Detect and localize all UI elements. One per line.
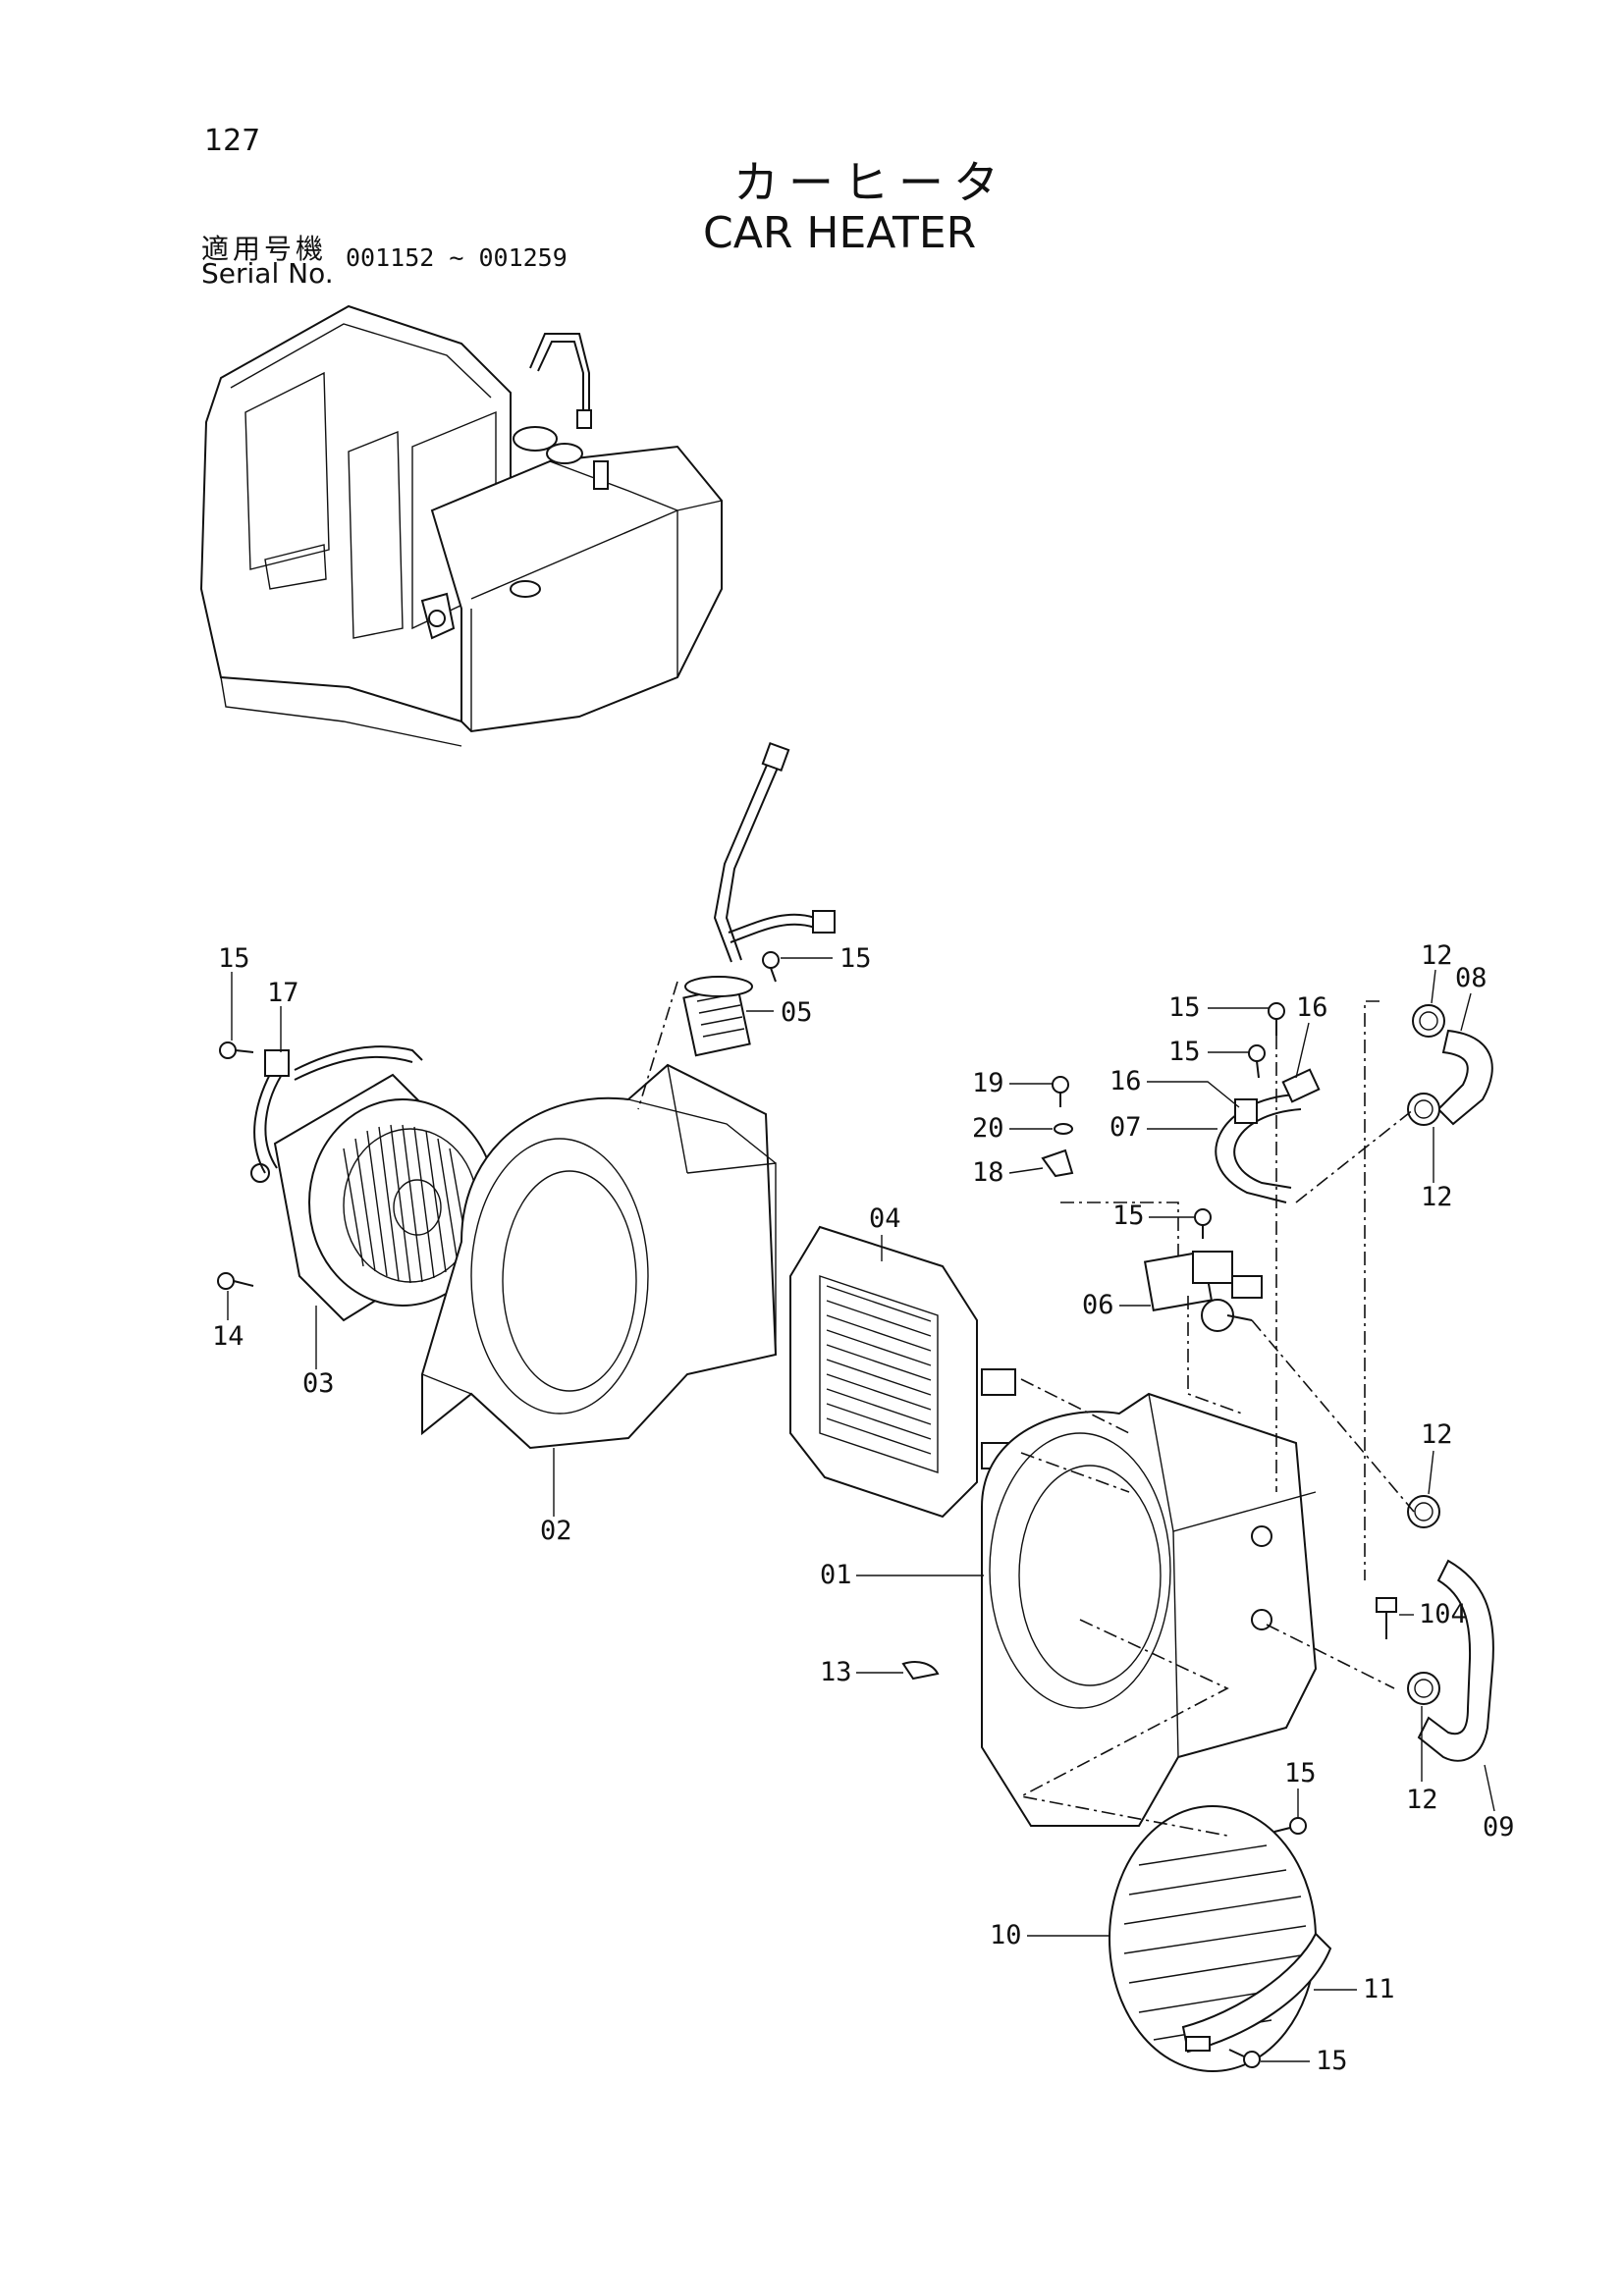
serial-range: 001152 ~ 001259 (346, 243, 568, 272)
callout-15: 15 (1284, 1758, 1317, 1789)
callout-09: 09 (1483, 1812, 1515, 1842)
machine-overview-illustration (199, 304, 723, 747)
callout-19: 19 (972, 1068, 1004, 1098)
callout-04: 04 (869, 1203, 901, 1234)
front-case (421, 1063, 778, 1450)
callout-18: 18 (972, 1157, 1004, 1188)
callout-05: 05 (781, 997, 813, 1028)
heater-core (789, 1225, 1016, 1519)
callout-15: 15 (1168, 1037, 1201, 1067)
callout-08: 08 (1455, 963, 1488, 993)
callout-02: 02 (540, 1516, 572, 1546)
callout-12: 12 (1406, 1785, 1438, 1815)
callout-07: 07 (1109, 1112, 1142, 1143)
callout-15: 15 (1168, 992, 1201, 1023)
serial-label: Serial No. (201, 257, 334, 290)
callout-labels: 15 17 14 03 02 15 05 04 15 16 15 16 (212, 940, 1515, 2076)
callout-03: 03 (302, 1368, 335, 1399)
callout-15: 15 (218, 943, 250, 974)
callout-11: 11 (1363, 1974, 1395, 2004)
serial-label-japanese: 適用号機 (201, 233, 328, 265)
callout-15: 15 (1316, 2046, 1348, 2076)
page-number: 127 (204, 124, 261, 158)
grille-and-cover (1109, 1805, 1332, 2072)
callout-01: 01 (820, 1560, 852, 1590)
callout-15: 15 (839, 943, 872, 974)
callout-17: 17 (267, 978, 299, 1008)
small-hardware (217, 951, 1397, 2068)
callout-16: 16 (1109, 1066, 1142, 1096)
hose-clamps (1407, 1004, 1445, 1705)
callout-12: 12 (1421, 1419, 1453, 1450)
callout-104: 104 (1419, 1599, 1467, 1629)
callout-15: 15 (1112, 1201, 1145, 1231)
callout-14: 14 (212, 1321, 244, 1352)
hoses (1417, 1029, 1494, 1762)
water-valve (1143, 1251, 1263, 1332)
blower-motor-assembly (250, 1045, 497, 1322)
hose-07 (1215, 1068, 1321, 1203)
switch-assembly (682, 741, 836, 1057)
rear-case (981, 1392, 1318, 1827)
callout-12: 12 (1421, 1182, 1453, 1212)
callout-12: 12 (1421, 940, 1453, 971)
callout-13: 13 (820, 1657, 852, 1687)
callout-16: 16 (1296, 992, 1328, 1023)
page-title-japanese: カーヒータ (733, 156, 1008, 209)
callout-20: 20 (972, 1113, 1004, 1144)
callout-06: 06 (1082, 1290, 1114, 1320)
assembly-lines (637, 981, 1415, 1837)
callout-10: 10 (990, 1920, 1022, 1950)
page-title: CAR HEATER (703, 208, 977, 258)
